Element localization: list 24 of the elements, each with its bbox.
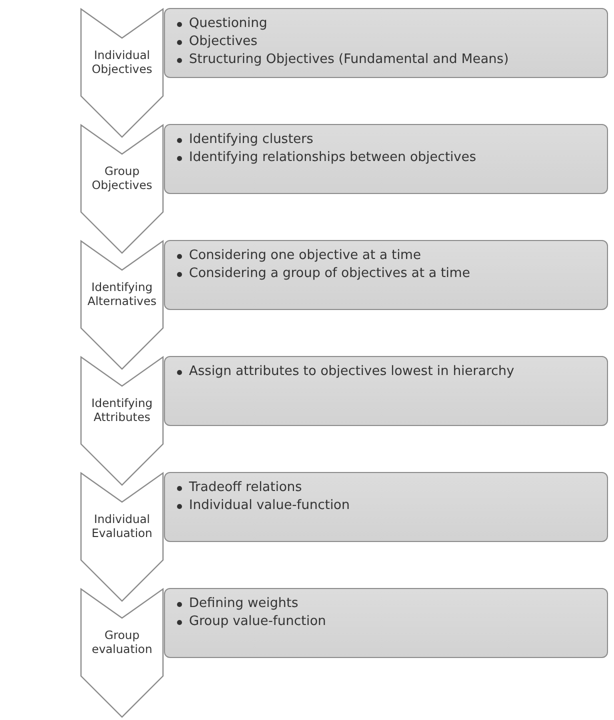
step-label: Identifying Attributes (90, 396, 154, 424)
step-label: Group Objectives (90, 164, 154, 192)
bullet-item: Individual value-function (189, 497, 350, 515)
bullet-item: Identifying relationships between objectives (189, 149, 476, 167)
bullet-item: Group value-function (189, 613, 326, 631)
step-label: Individual Objectives (90, 48, 154, 76)
bullet-item: Objectives (189, 33, 258, 51)
step-label: Group evaluation (90, 628, 154, 656)
bullet-item: Assign attributes to objectives lowest in hierarchy (189, 363, 514, 381)
step-label: Individual Evaluation (90, 512, 154, 540)
bullet-item: Identifying clusters (189, 131, 314, 149)
bullet-item: Questioning (189, 15, 268, 33)
detail-panel (164, 8, 608, 78)
bullet-item: Considering one objective at a time (189, 247, 421, 265)
step-label: Identifying Alternatives (86, 280, 158, 308)
detail-panel (164, 124, 608, 194)
bullet-item: Considering a group of objectives at a time (189, 265, 470, 283)
bullet-item: Defining weights (189, 595, 298, 613)
detail-panel (164, 472, 608, 542)
detail-panel (164, 588, 608, 658)
bullet-item: Tradeoff relations (189, 479, 302, 497)
detail-panel (164, 240, 608, 310)
detail-panel (164, 356, 608, 426)
bullet-item: Structuring Objectives (Fundamental and Means) (189, 51, 509, 69)
